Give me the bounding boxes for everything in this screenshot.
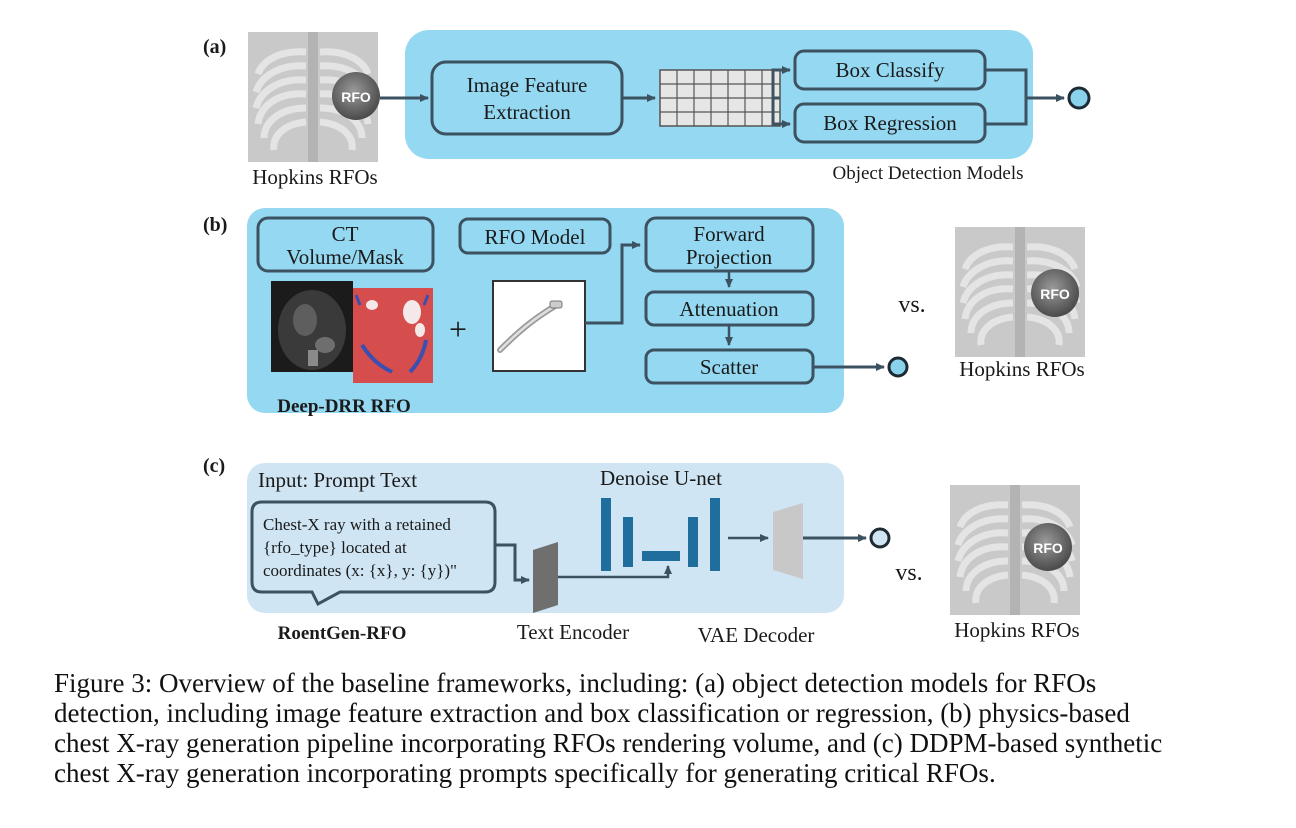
panel-b-xray-caption: Hopkins RFOs: [959, 357, 1084, 381]
box-regression-label: Box Regression: [823, 111, 957, 135]
panel-a-label: (a): [203, 36, 226, 58]
output-node-a: [1067, 86, 1091, 110]
caption-line-3: chest X-ray generation pipeline incorpor…: [54, 728, 1163, 758]
unet-label: Denoise U-net: [600, 466, 722, 490]
panel-a-xray-image: RFO: [248, 32, 380, 162]
panel-b-xray-image: RFO: [955, 227, 1085, 357]
ct-volume-mask-box: [256, 216, 435, 273]
output-node-c: [869, 527, 891, 549]
vae-decoder-block: [773, 503, 803, 579]
panel-a-xray-caption: Hopkins RFOs: [252, 165, 377, 189]
panel-a: (a) RFO Hopkins RFOs Object Detection Mo…: [203, 30, 1091, 189]
denoise-unet-bars: [601, 498, 720, 571]
rfo-marker: [332, 72, 380, 120]
output-node-b: [887, 356, 909, 378]
object-detection-label: Object Detection Models: [832, 163, 1023, 184]
caption-line-1: Figure 3: Overview of the baseline frame…: [54, 668, 1097, 698]
rfo-model-box: [458, 217, 612, 255]
panel-c-label: (c): [203, 455, 225, 477]
forward-line2: Projection: [686, 245, 773, 269]
segmentation-mask-image: [353, 288, 433, 383]
prompt-speech-bubble: [250, 500, 497, 607]
prompt-line1: Chest-X ray with a retained: [263, 515, 451, 534]
box-classify-label: Box Classify: [835, 58, 945, 82]
panel-c-xray-caption: Hopkins RFOs: [954, 618, 1079, 642]
ct-line1: CT: [332, 222, 359, 246]
panel-b: (b) CT Volume/Mask RFO Model +: [203, 208, 1085, 417]
scatter-label: Scatter: [700, 355, 758, 379]
text-encoder-block: [533, 542, 558, 613]
rfo-model-label: RFO Model: [485, 225, 586, 249]
caption-line-4: chest X-ray generation incorporating pro…: [54, 758, 996, 788]
ct-scan-image: [271, 281, 353, 372]
attenuation-label: Attenuation: [679, 297, 779, 321]
image-feature-line2: Extraction: [483, 100, 571, 124]
vae-decoder-label: VAE Decoder: [698, 623, 815, 647]
panel-c: (c) Input: Prompt Text Chest-X ray with …: [203, 455, 1080, 647]
vs-label-c: vs.: [895, 560, 922, 586]
image-feature-line1: Image Feature: [467, 73, 588, 97]
deep-drr-label: Deep-DRR RFO: [277, 396, 411, 417]
rfo-marker: [1031, 269, 1079, 317]
feature-map-grid: [659, 69, 781, 127]
figure-caption: Figure 3: Overview of the baseline frame…: [54, 668, 1254, 788]
text-encoder-label: Text Encoder: [517, 620, 629, 644]
ct-line2: Volume/Mask: [286, 245, 404, 269]
input-prompt-title: Input: Prompt Text: [258, 468, 417, 492]
rfo-marker-label: RFO: [1040, 286, 1070, 302]
caption-line-2: detection, including image feature extra…: [54, 698, 1130, 728]
panel-c-xray-image: RFO: [950, 485, 1080, 615]
rfo-marker-label: RFO: [1033, 540, 1063, 556]
roentgen-label: RoentGen-RFO: [278, 623, 407, 644]
prompt-line2: {rfo_type} located at: [263, 538, 407, 557]
forward-line1: Forward: [693, 222, 765, 246]
plus-sign: +: [449, 311, 467, 347]
rfo-marker: [1024, 523, 1072, 571]
prompt-line3: coordinates (x: {x}, y: {y})": [263, 561, 457, 580]
vs-label-b: vs.: [898, 292, 925, 318]
rfo-model-image: [492, 280, 586, 372]
panel-b-label: (b): [203, 214, 227, 236]
rfo-marker-label: RFO: [341, 89, 371, 105]
